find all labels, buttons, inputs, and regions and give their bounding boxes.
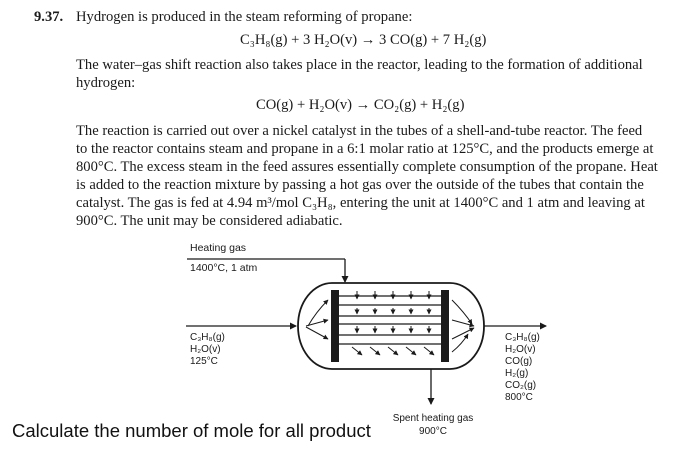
tube-sheets [331, 290, 449, 362]
feed-label-temperature: 125°C [190, 356, 218, 367]
paragraph-line: is added to the reaction mixture by pass… [76, 177, 644, 193]
paragraph-line: 900°C. The unit may be considered adiaba… [76, 213, 343, 229]
product-label-water: H₂O(v) [505, 344, 536, 355]
feed-label-water: H₂O(v) [190, 344, 221, 355]
reaction-equation-2: CO(g) + H₂O(v) → CO₂(g) + H₂(g) [256, 97, 465, 113]
product-label-hydrogen: H₂(g) [505, 368, 528, 379]
product-label-temperature: 800°C [505, 392, 533, 403]
spent-gas-label: Spent heating gas [393, 413, 474, 424]
tube-side-flow-arrows [305, 299, 475, 353]
paragraph-line: The reaction is carried out over a nicke… [76, 123, 643, 139]
paragraph-line: The water–gas shift reaction also takes … [76, 57, 643, 73]
heating-gas-conditions: 1400°C, 1 atm [190, 262, 257, 274]
problem-intro: Hydrogen is produced in the steam reform… [76, 9, 413, 25]
product-label-co2: CO₂(g) [505, 380, 536, 391]
question-text: Calculate the number of mole for all pro… [12, 420, 371, 441]
paragraph-reactor-description: The reaction is carried out over a nicke… [76, 122, 666, 230]
catalyst-tubes [339, 295, 441, 345]
shell-side-flow-arrows [351, 291, 435, 356]
heating-gas-label: Heating gas [190, 242, 246, 254]
spent-gas-temperature: 900°C [419, 426, 447, 437]
heating-gas-inlet-line [187, 258, 349, 283]
paragraph-line: catalyst. The gas is fed at 4.94 m³/mol … [76, 195, 645, 211]
paragraph-line: 800°C. The excess steam in the feed assu… [76, 159, 658, 175]
paragraph-shift-reaction: The water–gas shift reaction also takes … [76, 56, 666, 92]
feed-label-propane: C₃H₈(g) [190, 332, 225, 343]
problem-number: 9.37. [34, 9, 64, 25]
product-label-co: CO(g) [505, 356, 532, 367]
reaction-equation-1: C₃H₈(g) + 3 H₂O(v) → 3 CO(g) + 7 H₂(g) [240, 32, 487, 48]
paragraph-line: hydrogen: [76, 75, 136, 91]
paragraph-line: to the reactor contains steam and propan… [76, 141, 654, 157]
product-label-propane: C₃H₈(g) [505, 332, 540, 343]
